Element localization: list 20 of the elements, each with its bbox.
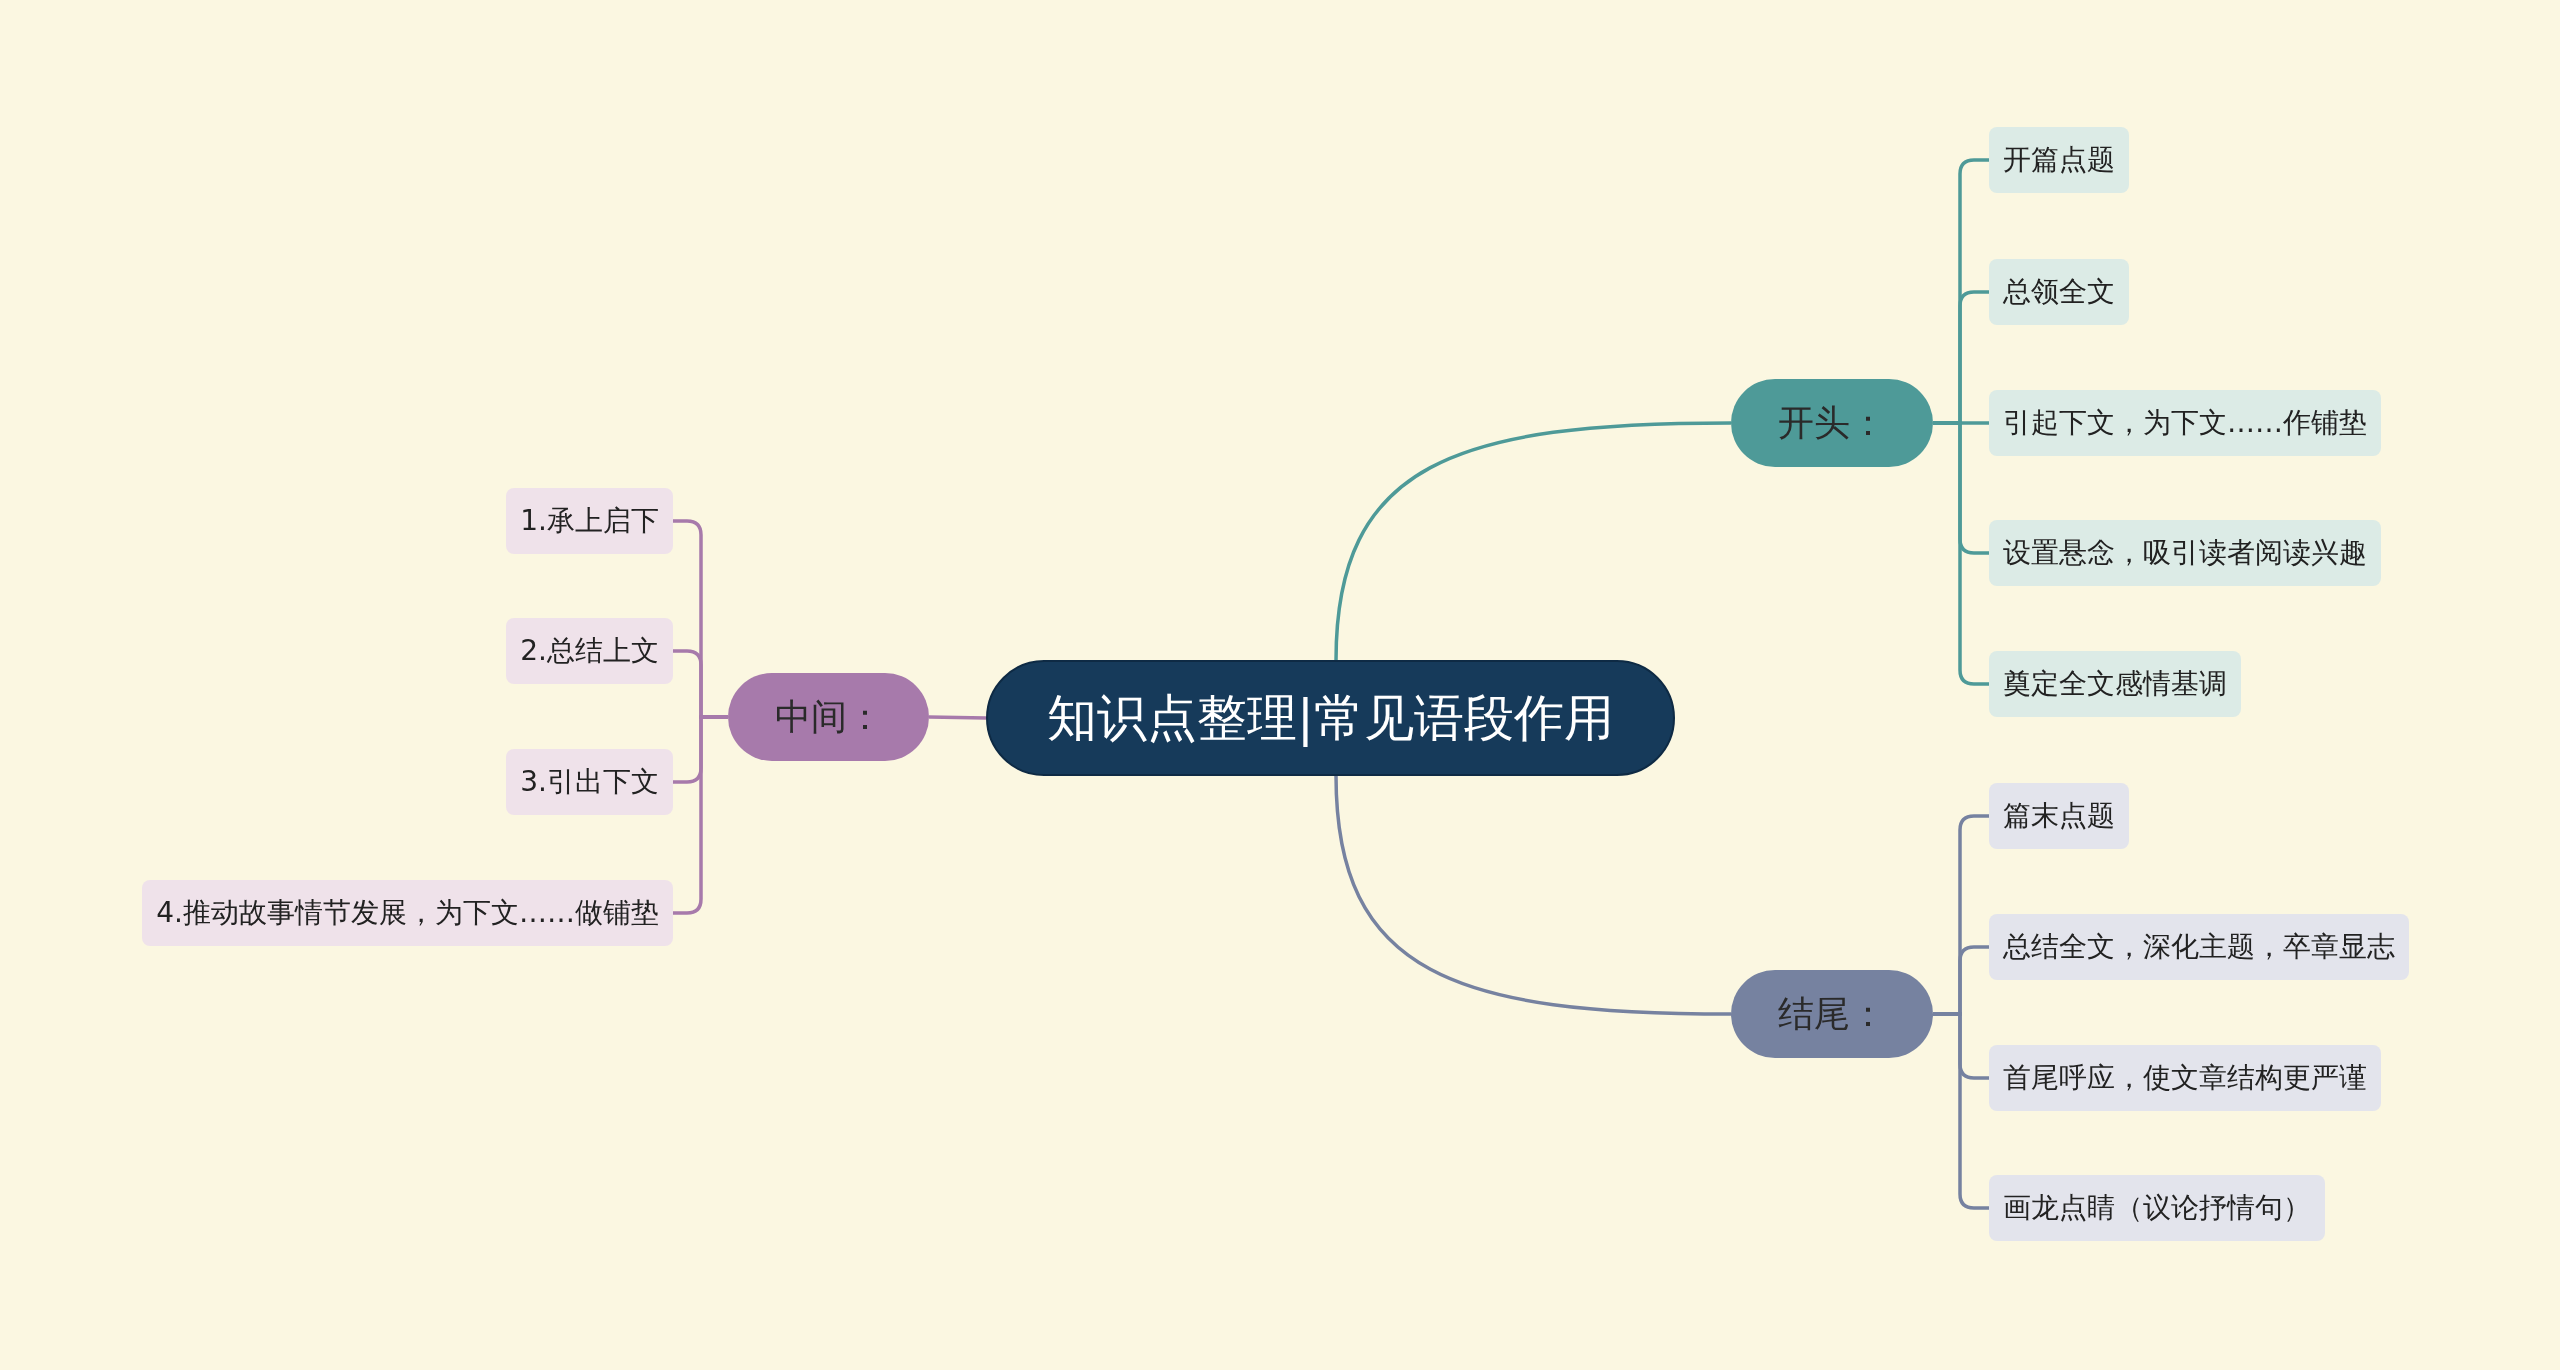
topic-box: 3.引出下文 xyxy=(506,749,673,815)
branch-topic: 开头： xyxy=(1731,379,1933,467)
connector-line xyxy=(1334,421,1732,661)
topic-box: 篇末点题 xyxy=(1989,783,2129,849)
topic-box: 1.承上启下 xyxy=(506,488,673,554)
branch-topic: 结尾： xyxy=(1731,970,1933,1058)
topic-box: 4.推动故事情节发展，为下文……做铺垫 xyxy=(142,880,673,946)
topic-box: 画龙点睛（议论抒情句） xyxy=(1989,1175,2325,1241)
topic-box: 引起下文，为下文……作铺垫 xyxy=(1989,390,2381,456)
topic-box: 2.总结上文 xyxy=(506,618,673,684)
topic-box: 开篇点题 xyxy=(1989,127,2129,193)
branch-topic: 中间： xyxy=(728,673,929,761)
topic-box: 总结全文，深化主题，卒章显志 xyxy=(1989,914,2409,980)
topic-box: 奠定全文感情基调 xyxy=(1989,651,2241,717)
topic-box: 首尾呼应，使文章结构更严谨 xyxy=(1989,1045,2381,1111)
topic-box: 设置悬念，吸引读者阅读兴趣 xyxy=(1989,520,2381,586)
central-topic: 知识点整理|常见语段作用 xyxy=(986,660,1675,776)
connector-line xyxy=(1334,775,1732,1016)
connector-line xyxy=(928,715,987,720)
topic-box: 总领全文 xyxy=(1989,259,2129,325)
